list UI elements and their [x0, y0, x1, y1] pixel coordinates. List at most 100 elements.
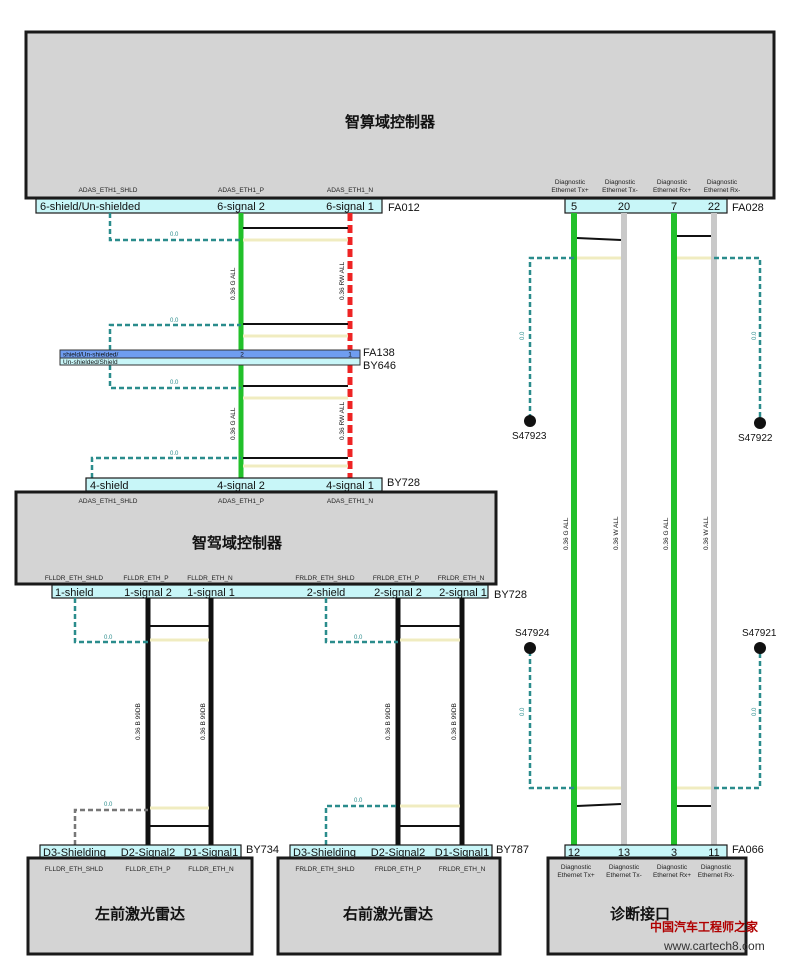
svg-text:FRLDR_ETH_P: FRLDR_ETH_P	[373, 575, 419, 582]
diagnostic-harness: 0.0 0.0 0.0 0.0 S47923 S47922 S47924 S47…	[512, 213, 777, 845]
svg-text:4-signal 1: 4-signal 1	[326, 480, 374, 492]
wire-label-green-1: 0.36 G ALL	[230, 267, 237, 300]
fa012-pin-shield: 6-shield/Un-shielded	[40, 201, 140, 213]
svg-text:D1-Signal1: D1-Signal1	[435, 847, 489, 859]
svg-text:1-shield: 1-shield	[55, 587, 94, 599]
svg-text:Ethernet Tx+: Ethernet Tx+	[557, 872, 594, 879]
svg-text:S47924: S47924	[515, 628, 550, 639]
svg-text:FRLDR_ETH_N: FRLDR_ETH_N	[438, 575, 485, 582]
svg-text:0.0: 0.0	[520, 707, 526, 716]
svg-text:Diagnostic: Diagnostic	[657, 864, 688, 871]
svg-text:FLLDR_ETH_N: FLLDR_ETH_N	[187, 575, 233, 582]
wire-label-rw-2: 0.36 RW ALL	[339, 401, 346, 440]
svg-text:11: 11	[708, 847, 719, 859]
svg-text:Ethernet Rx+: Ethernet Rx+	[653, 187, 691, 194]
svg-text:S47922: S47922	[738, 433, 773, 444]
svg-text:FRLDR_ETH_N: FRLDR_ETH_N	[439, 866, 486, 873]
svg-text:Ethernet Rx-: Ethernet Rx-	[704, 187, 741, 194]
fa012-pinname-n: ADAS_ETH1_N	[327, 187, 374, 194]
svg-text:0.0: 0.0	[170, 451, 179, 457]
left-lidar-harness: 0.0 0.0 0.36 B 99DB 0.36 B 99DB	[73, 598, 214, 845]
svg-text:D3-Shielding: D3-Shielding	[43, 847, 106, 859]
svg-text:ADAS_ETH1_N: ADAS_ETH1_N	[327, 498, 374, 505]
svg-text:2: 2	[240, 352, 244, 359]
computing-domain-box	[24, 30, 776, 200]
svg-text:0.36 B 99DB: 0.36 B 99DB	[135, 703, 142, 740]
fa028-pin-22: 22	[708, 201, 720, 213]
svg-text:D2-Signal2: D2-Signal2	[371, 847, 425, 859]
svg-text:13: 13	[618, 847, 630, 859]
svg-text:1-signal 2: 1-signal 2	[124, 587, 172, 599]
svg-text:D2-Signal2: D2-Signal2	[121, 847, 175, 859]
driving-domain-box	[14, 490, 498, 586]
fa028-pin-20: 20	[618, 201, 630, 213]
svg-text:FLLDR_ETH_P: FLLDR_ETH_P	[123, 575, 168, 582]
svg-text:FLLDR_ETH_P: FLLDR_ETH_P	[125, 866, 170, 873]
svg-text:4-shield: 4-shield	[90, 480, 129, 492]
wire-label-green-2: 0.36 G ALL	[230, 407, 237, 440]
computing-domain-title: 智算域控制器	[345, 113, 436, 131]
svg-text:Un-shielded/Shield: Un-shielded/Shield	[63, 359, 118, 366]
splice-s47924	[524, 642, 536, 654]
svg-text:12: 12	[568, 847, 580, 859]
svg-text:Ethernet Rx-: Ethernet Rx-	[698, 872, 735, 879]
svg-text:shield/Un-shielded/: shield/Un-shielded/	[63, 352, 118, 359]
svg-text:D1-Signal1: D1-Signal1	[184, 847, 238, 859]
svg-text:0.0: 0.0	[104, 635, 113, 641]
svg-text:FLLDR_ETH_N: FLLDR_ETH_N	[188, 866, 234, 873]
svg-text:2-signal 1: 2-signal 1	[439, 587, 487, 599]
fa138-ref: FA138	[363, 347, 395, 359]
diagnostic-title: 诊断接口	[610, 905, 670, 923]
diagnostic-box	[546, 856, 748, 956]
by734-ref: BY734	[246, 844, 279, 856]
svg-text:3: 3	[671, 847, 677, 859]
fa028-connector	[564, 198, 728, 214]
svg-text:D3-Shielding: D3-Shielding	[293, 847, 356, 859]
by728-top-ref: BY728	[387, 477, 420, 489]
svg-text:0.36 B 99DB: 0.36 B 99DB	[451, 703, 458, 740]
by646-connector	[59, 357, 361, 366]
svg-text:0.0: 0.0	[752, 331, 758, 340]
fa028-ref: FA028	[732, 202, 764, 214]
svg-text:0.0: 0.0	[104, 802, 113, 808]
svg-text:0.0: 0.0	[170, 380, 179, 386]
svg-text:0.36 G ALL: 0.36 G ALL	[663, 517, 670, 550]
svg-text:ADAS_ETH1_P: ADAS_ETH1_P	[218, 498, 264, 505]
svg-text:Ethernet Rx+: Ethernet Rx+	[653, 872, 691, 879]
svg-text:ADAS_ETH1_SHLD: ADAS_ETH1_SHLD	[79, 498, 138, 505]
svg-text:2-signal 2: 2-signal 2	[374, 587, 422, 599]
left-lidar-title: 左前激光雷达	[94, 905, 185, 923]
fa028-pin-5: 5	[571, 201, 577, 213]
svg-text:Diagnostic: Diagnostic	[701, 864, 732, 871]
watermark-cn: 中国汽车工程师之家	[650, 919, 759, 934]
left-lidar-box	[26, 856, 254, 956]
svg-text:Ethernet Tx-: Ethernet Tx-	[606, 872, 642, 879]
svg-text:Diagnostic: Diagnostic	[609, 864, 640, 871]
svg-text:S47923: S47923	[512, 431, 547, 442]
svg-text:0.36 W ALL: 0.36 W ALL	[703, 516, 710, 550]
fa012-pin-signal1: 6-signal 1	[326, 201, 374, 213]
svg-text:0.36 B 99DB: 0.36 B 99DB	[385, 703, 392, 740]
svg-text:0.0: 0.0	[170, 318, 179, 324]
upper-harness: 0.0 0.0 0.0 0.0 0.36 G ALL 0.36 G ALL 0.…	[90, 213, 353, 478]
by646-ref: BY646	[363, 360, 396, 372]
svg-text:0.36 W ALL: 0.36 W ALL	[613, 516, 620, 550]
svg-text:1: 1	[348, 352, 352, 359]
splice-s47922	[754, 417, 766, 429]
svg-text:0.0: 0.0	[752, 707, 758, 716]
svg-text:FRLDR_ETH_SHLD: FRLDR_ETH_SHLD	[295, 866, 355, 873]
svg-text:FRLDR_ETH_P: FRLDR_ETH_P	[375, 866, 421, 873]
fa066-ref: FA066	[732, 844, 764, 856]
by728-bottom-connector	[51, 584, 489, 599]
svg-text:S47921: S47921	[742, 628, 777, 639]
right-lidar-harness: 0.0 0.0 0.36 B 99DB 0.36 B 99DB	[324, 598, 465, 845]
svg-text:Ethernet Tx-: Ethernet Tx-	[602, 187, 638, 194]
svg-text:FLLDR_ETH_SHLD: FLLDR_ETH_SHLD	[45, 866, 103, 873]
svg-text:0.0: 0.0	[520, 331, 526, 340]
fa012-connector	[35, 198, 383, 214]
svg-text:Diagnostic: Diagnostic	[561, 864, 592, 871]
fa028-pin-7: 7	[671, 201, 677, 213]
splice-s47921	[754, 642, 766, 654]
by728-bottom-ref: BY728	[494, 589, 527, 601]
